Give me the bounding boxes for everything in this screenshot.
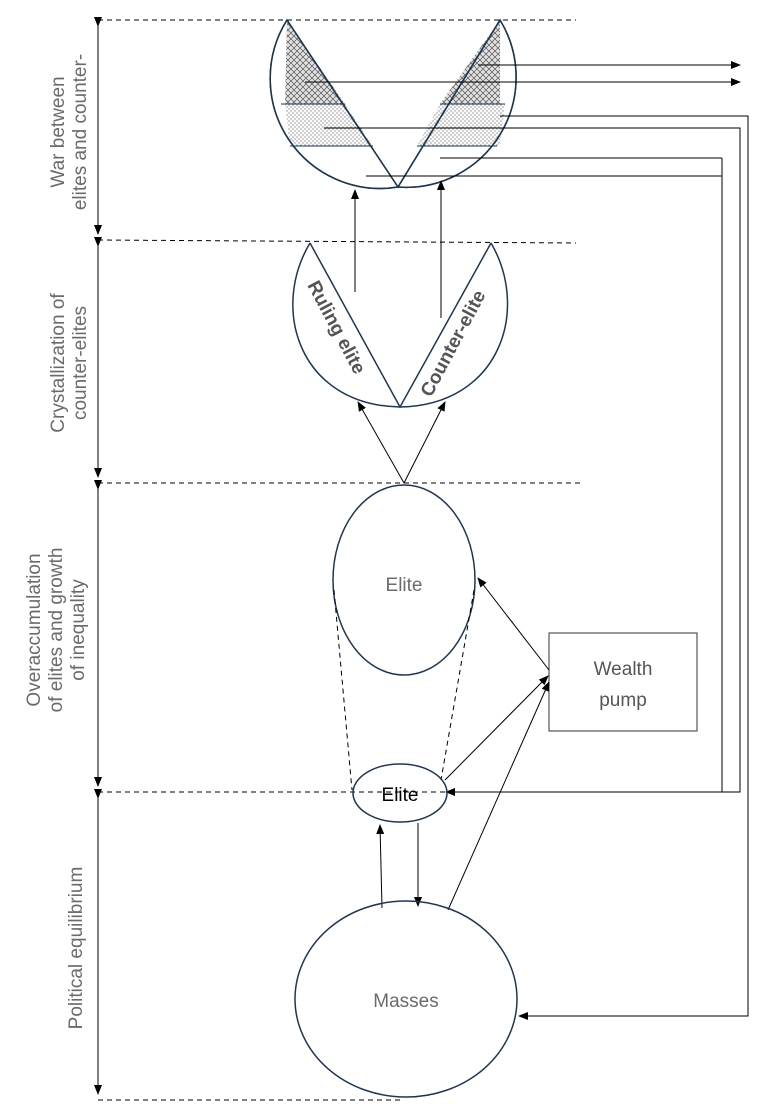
masses-label: Masses <box>373 991 438 1012</box>
counter-elite-label: Counter-elite <box>417 287 491 400</box>
war-shape <box>269 18 517 190</box>
wealth-pump-label-2: pump <box>599 690 647 711</box>
masses-node <box>294 900 518 1098</box>
elite-large-node <box>332 484 476 676</box>
wealth-pump-arrows <box>444 577 550 911</box>
stage-label-crystallization-2: counter-elites <box>70 306 91 420</box>
stage-label-war-2: elites and counter- <box>70 54 91 210</box>
elite-large-label: Elite <box>386 575 423 596</box>
elite-dashed-connectors <box>333 589 475 791</box>
elite-to-cryst-arrows <box>357 401 446 484</box>
stage-dividers <box>97 19 582 1101</box>
stage-label-overaccumulation-2: of elites and growth <box>46 548 67 713</box>
stage-label-crystallization-1: Crystallization of <box>48 293 69 433</box>
wealth-pump-box <box>548 632 698 732</box>
cryst-to-war-arrows <box>351 180 445 318</box>
elite-small-node <box>352 763 448 823</box>
ruling-elite-label: Ruling elite <box>303 277 370 377</box>
stage-label-war-1: War between <box>48 76 69 187</box>
stage-label-equilibrium: Political equilibrium <box>66 867 87 1030</box>
stage-label-overaccumulation-1: Overaccumulation <box>24 553 45 706</box>
stage-label-overaccumulation-3: of inequality <box>68 579 89 681</box>
war-output-lines <box>305 61 749 1020</box>
wealth-pump-label-1: Wealth <box>594 659 653 680</box>
elite-masses-arrows <box>376 823 422 909</box>
elite-small-label: Elite <box>382 785 419 806</box>
